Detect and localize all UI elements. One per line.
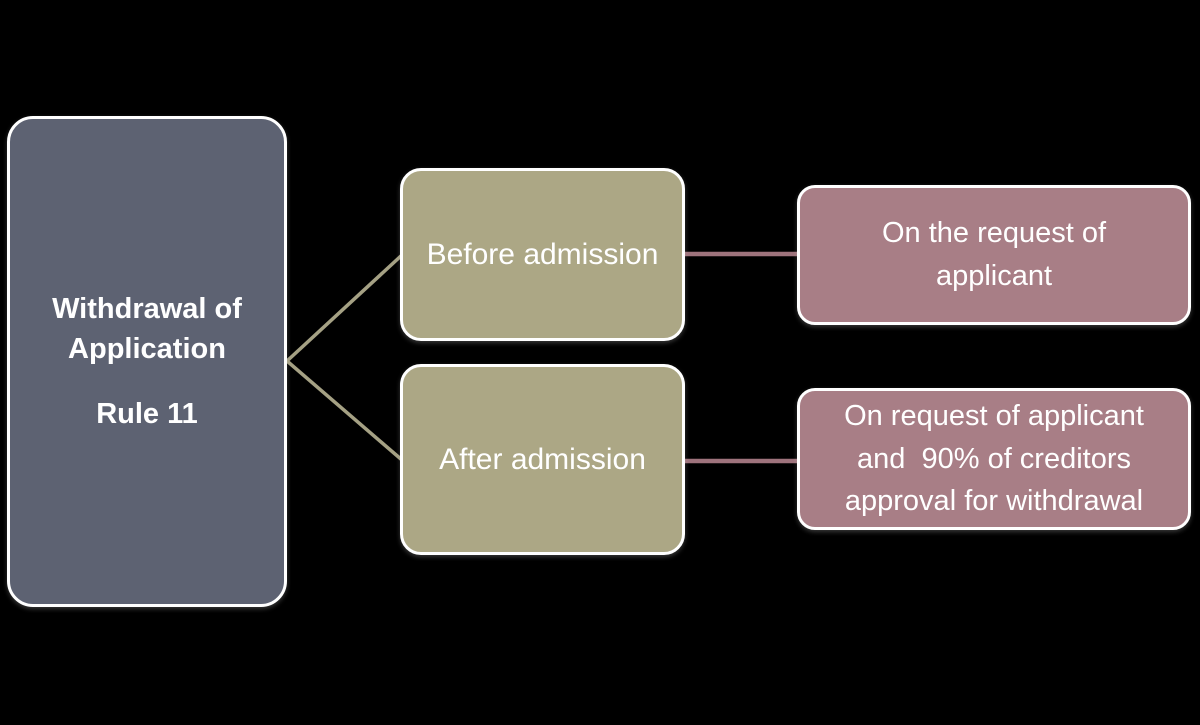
root-node-title: Withdrawal of Application [52,293,242,366]
leaf-node-text: On the request of applicant [881,217,1107,292]
branch-node-label: After admission [439,442,646,476]
leaf-node-text: On request of applicant and 90% of credi… [844,399,1144,518]
branch-node-before-admission: Before admission [400,168,685,341]
root-node-subtitle: Rule 11 [96,397,198,430]
leaf-node-creditors-approval: On request of applicant and 90% of credi… [797,388,1191,530]
connector-root-to-before-admission [285,253,404,363]
branch-node-after-admission: After admission [400,364,685,555]
branch-node-label: Before admission [426,237,659,271]
leaf-node-request-of-applicant: On the request of applicant [797,185,1191,325]
root-node-withdrawal-of-application: Withdrawal of Application Rule 11 [7,116,287,607]
connector-root-to-after-admission [285,359,404,462]
